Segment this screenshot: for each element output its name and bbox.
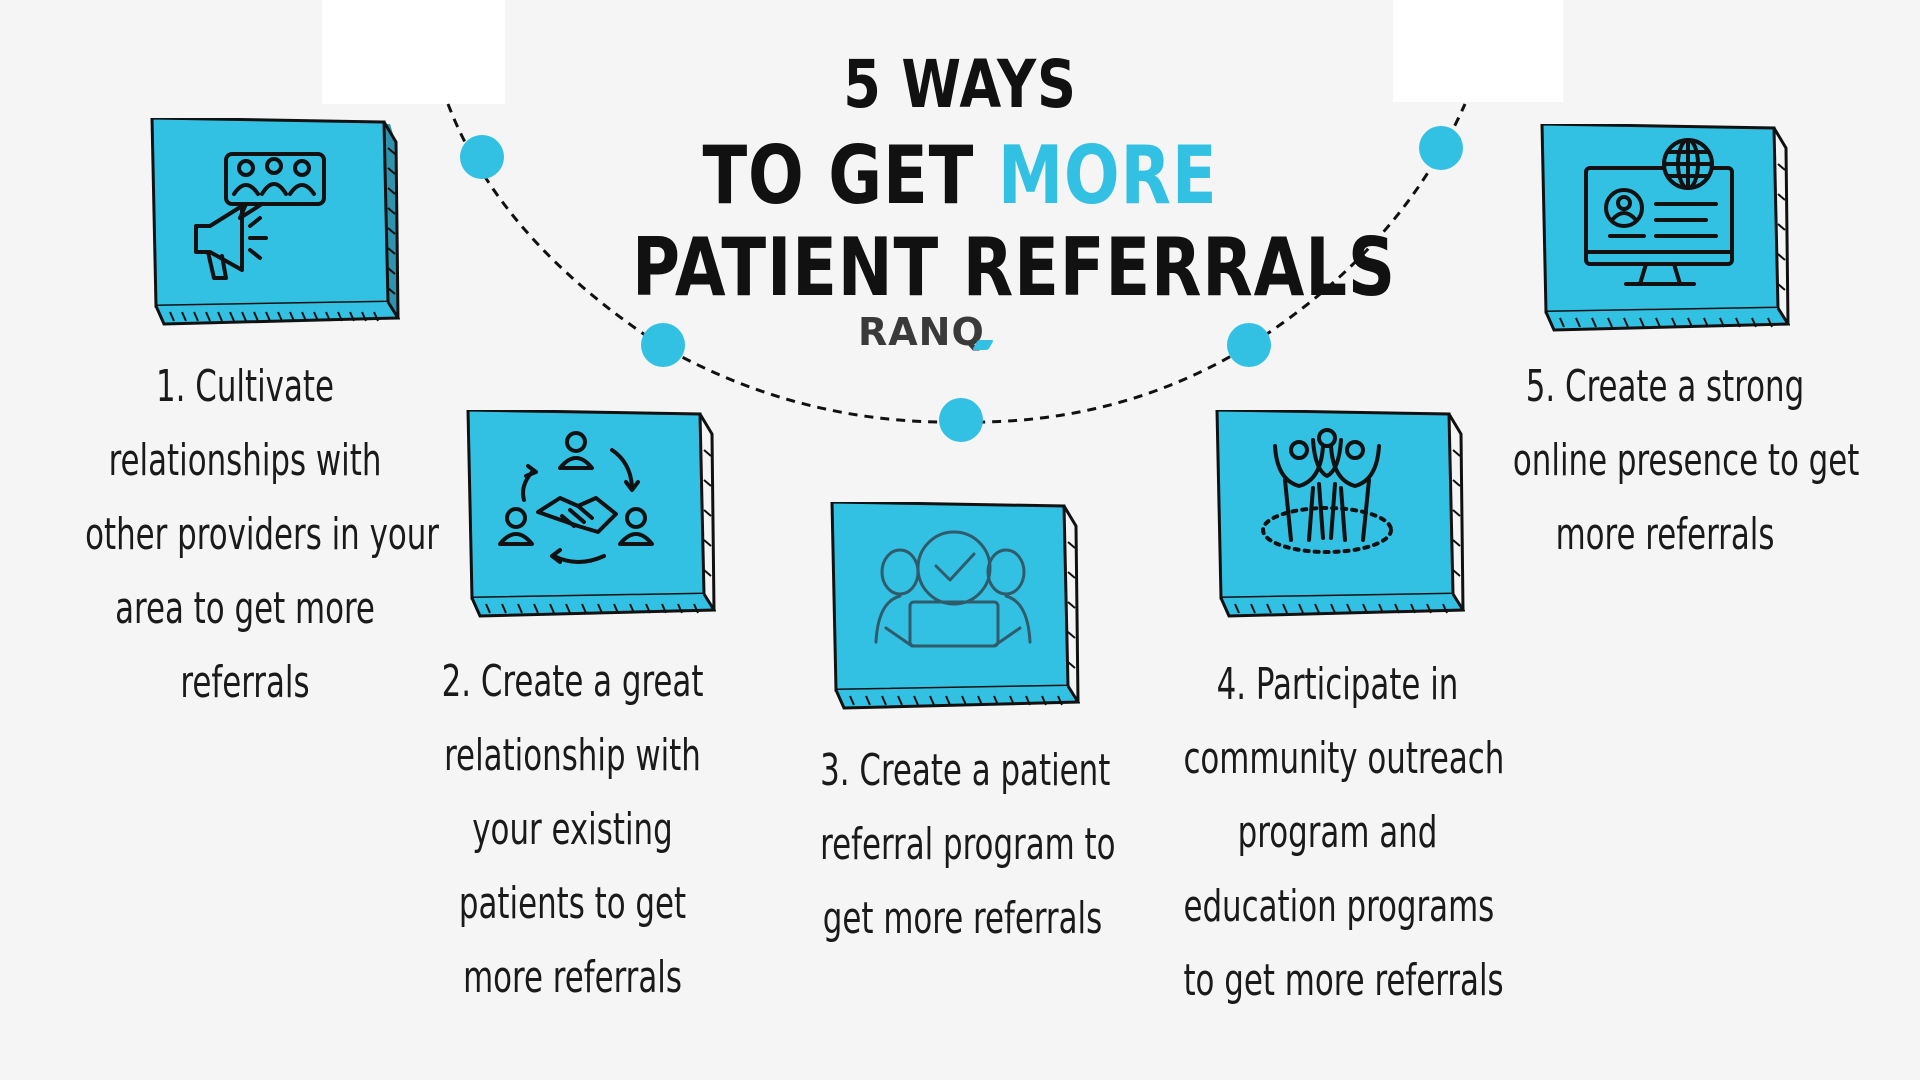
step-3-line: get more referrals (822, 893, 1103, 944)
community-group-icon (1215, 410, 1465, 620)
step-1-line: 1. Cultivate (156, 361, 334, 412)
step-3-line: referral program to (820, 819, 1116, 870)
title-line-1: 5 WAYS (843, 46, 1077, 123)
arc-dot (641, 323, 685, 367)
step-2-line: relationship with (444, 730, 701, 781)
step-2-line: your existing (472, 804, 673, 855)
step-5-line: more referrals (1555, 509, 1775, 560)
step-2-line: more referrals (463, 952, 682, 1003)
step-2-line: patients to get (458, 878, 687, 929)
arc-dot (939, 398, 983, 442)
step-4-line: 4. Participate in (1216, 659, 1459, 710)
step-2-line: 2. Create a great (441, 656, 704, 707)
step-3-line: 3. Create a patient (820, 745, 1111, 796)
paper-patch-right (1393, 0, 1563, 102)
paper-patch-left (322, 0, 505, 104)
logo-text: RAN (858, 310, 952, 354)
step-5-text: 5. Create a strong online presence to ge… (1470, 350, 1860, 572)
step-1-line: relationships with (108, 435, 382, 486)
title-accent-word: MORE (997, 129, 1218, 222)
step-4-line: program and (1237, 807, 1438, 858)
arc-dot (1227, 323, 1271, 367)
logo-q: Q (951, 310, 994, 354)
arc-dot (1419, 126, 1463, 170)
step-2-text: 2. Create a great relationship with your… (400, 645, 745, 1015)
step-1-line: other providers in your (85, 509, 439, 560)
page-title: 5 WAYS TO GET MORE PATIENT REFERRALS (560, 40, 1396, 314)
step-1-line: area to get more (115, 583, 375, 634)
handshake-people-cycle-icon (466, 410, 716, 620)
step-1-text: 1. Cultivate relationships with other pr… (40, 350, 450, 720)
title-line-2-prefix: TO GET (702, 129, 998, 222)
megaphone-audience-icon (150, 118, 400, 328)
title-line-3: PATIENT REFERRALS (632, 221, 1396, 314)
online-profile-globe-icon (1540, 124, 1790, 334)
brand-logo: RANQ (858, 310, 1008, 356)
step-4-text: 4. Participate in community outreach pro… (1140, 648, 1535, 1018)
people-checkmark-icon (830, 502, 1080, 712)
step-3-text: 3. Create a patient referral program to … (780, 734, 1145, 956)
title-line-2: TO GET MORE (632, 130, 1288, 222)
step-4-line: education programs (1183, 881, 1495, 932)
step-4-line: to get more referrals (1183, 955, 1504, 1006)
step-5-line: online presence to get (1512, 435, 1860, 486)
arc-dot (460, 135, 504, 179)
step-1-line: referrals (180, 657, 310, 708)
step-4-line: community outreach (1183, 733, 1505, 784)
step-5-line: 5. Create a strong (1525, 361, 1805, 412)
